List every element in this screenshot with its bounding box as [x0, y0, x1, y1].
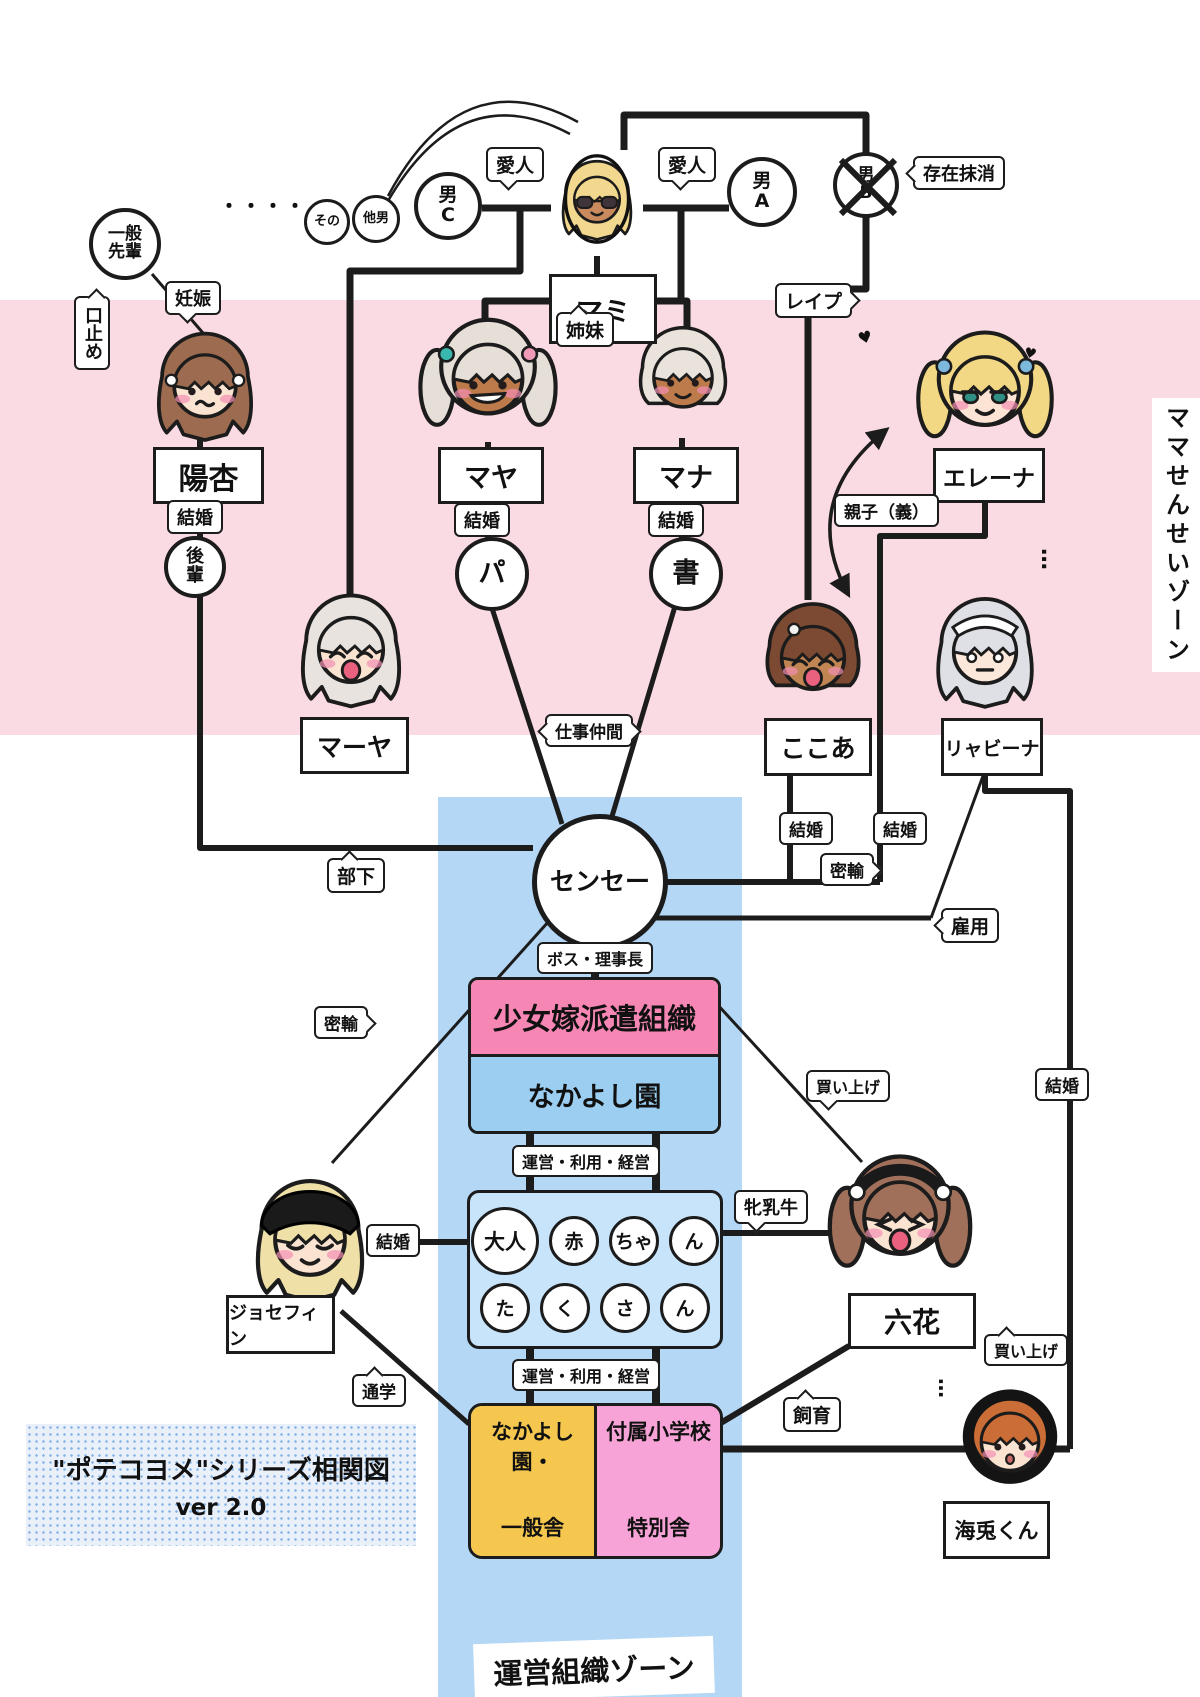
avatar-hina [135, 315, 275, 455]
man-b-cross-out-icon [838, 157, 898, 217]
avatar-cocoa [742, 586, 884, 728]
label-employment: 雇用 [941, 908, 1000, 943]
namebox-josephine: ジョセフィン [226, 1295, 335, 1354]
series-title-box: "ポテコヨメ"シリーズ相関図 ver 2.0 [26, 1424, 416, 1546]
circle-n1: ん [669, 1215, 719, 1266]
node-sono: その [304, 199, 350, 245]
node-man-a: 男A [727, 157, 797, 227]
label-marriage-right: 結婚 [1035, 1068, 1089, 1101]
label-boss-director: ボス・理事長 [537, 942, 654, 974]
series-title: "ポテコヨメ"シリーズ相関図 [52, 1455, 390, 1486]
circle-ta: た [480, 1282, 530, 1333]
series-version: ver 2.0 [175, 1494, 267, 1521]
special-building-line2: 特別舎 [627, 1516, 690, 1540]
label-marriage-maya: 結婚 [454, 503, 510, 537]
label-sisters: 姉妹 [556, 312, 615, 347]
general-building-line1: なかよし園・ [491, 1420, 574, 1474]
circle-aka: 赤 [549, 1215, 599, 1266]
label-rape: レイプ [775, 283, 853, 318]
unei-soshiki-zone-title: 運営組織ゾーン [473, 1635, 715, 1697]
ellipsis-icon: … [934, 1378, 958, 1398]
avatar-ryabina [915, 580, 1055, 722]
avatar-mami [549, 133, 645, 265]
label-commuting: 通学 [352, 1374, 406, 1407]
label-dairy-cow: 牝乳牛 [734, 1190, 808, 1224]
label-marriage-cocoa: 結婚 [779, 812, 833, 845]
label-operate-use-manage-1: 運営・利用・経営 [512, 1145, 661, 1177]
other-men-dots: ・・・・・ [219, 193, 329, 218]
avatar-mana [617, 311, 749, 443]
label-hush-up: 口止め [74, 296, 110, 370]
label-buy-up-1: 買い上げ [806, 1070, 891, 1102]
namebox-cocoa: ここあ [764, 718, 872, 776]
namebox-mana: マナ [633, 447, 739, 504]
namebox-elena: エレーナ [933, 448, 1045, 503]
node-pa: パ [455, 537, 529, 611]
avatar-maya [410, 300, 566, 456]
label-work-colleagues: 仕事仲間 [545, 714, 633, 747]
label-parent-child-in-law: 親子（義） [834, 494, 939, 527]
general-building: なかよし園・ 一般舎 [471, 1406, 597, 1556]
node-sho: 書 [649, 537, 723, 611]
avatar-kaito [945, 1376, 1075, 1506]
org-girl-bride-dispatch: 少女嫁派遣組織 [471, 980, 718, 1057]
label-subordinate: 部下 [327, 858, 386, 893]
org-nakayoshi-en: なかよし園 [471, 1057, 718, 1131]
circle-sa: さ [600, 1282, 650, 1333]
label-lover-left: 愛人 [486, 147, 545, 182]
label-marriage-mana: 結婚 [648, 503, 704, 537]
circle-cha: ちゃ [609, 1215, 659, 1266]
label-smuggling-right: 密輸 [820, 853, 874, 886]
general-building-line2: 一般舎 [501, 1516, 564, 1540]
label-smuggling-left: 密輸 [314, 1006, 368, 1039]
namebox-hina: 陽杏 [153, 447, 264, 504]
circle-otona: 大人 [471, 1206, 539, 1275]
circle-ku: く [540, 1282, 590, 1333]
label-breeding: 飼育 [783, 1397, 842, 1432]
organization-box: 少女嫁派遣組織 なかよし園 [468, 977, 721, 1134]
label-marriage-elena: 結婚 [873, 812, 927, 845]
label-lover-right: 愛人 [658, 147, 717, 182]
label-marriage-josephine: 結婚 [366, 1224, 420, 1257]
adults-babies-lots-box: 大人 赤 ちゃ ん た く さ ん [467, 1190, 723, 1349]
circles-row-2: た く さ ん [480, 1282, 710, 1333]
mama-sensei-zone-title: ママせんせいゾーン [1152, 398, 1200, 672]
namebox-kaito: 海兎くん [943, 1501, 1050, 1559]
node-kouhai: 後輩 [164, 536, 226, 598]
label-buy-up-2: 買い上げ [984, 1334, 1069, 1366]
avatar-elena [903, 313, 1067, 467]
namebox-ryabina: リャビーナ [941, 718, 1043, 776]
node-ippan-senpai: 一般先輩 [89, 208, 161, 280]
label-marriage-hina: 結婚 [167, 500, 223, 534]
ellipsis-icon: … [1036, 548, 1061, 570]
special-building-line1: 付属小学校 [606, 1420, 711, 1444]
node-man-c: 男C [414, 172, 482, 240]
circles-row-1: 大人 赤 ちゃ ん [471, 1206, 719, 1275]
namebox-rikka: 六花 [848, 1293, 976, 1349]
label-operate-use-manage-2: 運営・利用・経営 [512, 1359, 661, 1391]
namebox-maya: マヤ [438, 447, 544, 504]
special-building: 付属小学校 特別舎 [597, 1406, 720, 1556]
avatar-rikka [813, 1136, 987, 1298]
circle-n2: ん [660, 1282, 710, 1333]
node-other-man: 他男 [352, 195, 400, 243]
node-sensei: センセー [532, 814, 668, 950]
label-existence-erased: 存在抹消 [913, 156, 1005, 190]
avatar-maaya [280, 576, 422, 722]
avatar-josephine [233, 1160, 387, 1318]
label-pregnancy: 妊娠 [165, 281, 221, 315]
namebox-maaya: マーヤ [300, 717, 409, 774]
school-buildings-box: なかよし園・ 一般舎 付属小学校 特別舎 [468, 1403, 723, 1559]
